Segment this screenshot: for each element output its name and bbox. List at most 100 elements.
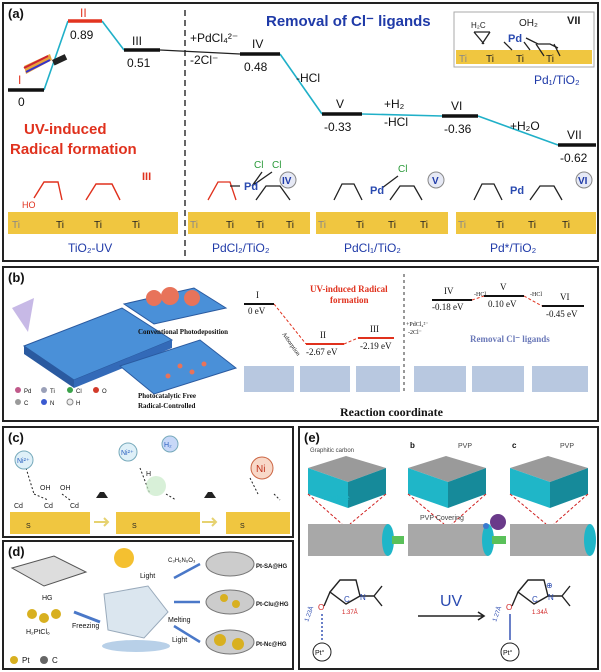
e-o-2: O [506,603,512,612]
b-uv-title-2: formation [330,295,369,305]
reagent-pdcl4: +PdCl₄²⁻ [190,31,238,45]
badge-vi: VI [578,176,588,187]
c-oh-1: OH [40,485,51,492]
legend-n: N [50,401,54,407]
connector-i-ii [43,20,69,91]
caption-photocat-1: Photocatalytic Free [138,392,196,400]
ti5c-iii-3: Ti [132,220,140,231]
d-product-clu: Pt-Clu@HG [256,602,289,608]
connector-iv-v [279,53,323,115]
e-graphitic: Graphitic carbon [310,448,354,454]
b-state-i: I [256,290,259,300]
surface-v [316,212,448,234]
e-tubes [308,524,596,556]
panel-e: Graphitic carbon Anatase b PVP c PVP [298,426,599,670]
b-hcl-1: -HCl [474,292,486,298]
e-c-1: C [344,595,350,604]
caption-v: PdCl₁/TiO₂ [344,241,401,255]
b-value-i: 0 eV [248,306,266,316]
reagent-2cl: -2Cl⁻ [190,53,218,67]
b-state-iv: IV [444,286,454,296]
e-molecule-2 [509,579,571,640]
panel-d-label: (d) [8,544,25,559]
b-state-ii: II [320,330,326,340]
e-pt-1: Pt° [315,649,325,657]
ti5c-vi-2: Ti [528,220,536,231]
c-h2: H₂ [164,442,172,449]
ligand-v [333,175,423,201]
d-arrow-nc [173,624,201,644]
badge-iv: IV [282,176,292,187]
d-sun-icon [114,548,134,568]
state-value-vii: -0.62 [560,151,588,165]
c-ni2-circle-2 [118,442,138,462]
legend-o: O [102,389,107,395]
e-pvp-covering: PVP Covering [420,515,464,522]
panel-a-diagram: I II III IV V VI VII 0 0.89 0.51 0.48 -0… [8,6,596,260]
panel-b-levels [244,295,584,345]
e-pt-circle-2 [500,642,520,662]
panel-d-diagram: HG H₂PtCl₆ Pt C Freezing Light C₃H₆N₆O₃ … [10,548,289,665]
energy-levels [8,19,596,147]
d-melting: Melting [168,617,191,624]
state-id-vi: VI [451,99,462,113]
panel-c: Ni²⁺ Ni²⁺ H₂ Ni Cd Cd Cd OH OH S S S H (… [2,426,294,538]
e-plus: ⊕ [546,581,553,590]
d-legend-c: C [52,656,58,665]
state-id-iv: IV [252,37,263,51]
ho-iii: HO [22,200,36,210]
b-state-iii: III [370,324,379,334]
state-value-vi: -0.36 [444,122,472,136]
d-product-sa: Pt-SA@HG [256,564,288,570]
d-freezing: Freezing [72,623,99,630]
e-uv-arrow [418,611,486,621]
vii-caption: Pd₁/TiO₂ [534,73,580,87]
panel-b: Conventional Photodeposition Photocataly… [2,266,599,422]
pd-vi: Pd [510,185,524,197]
d-h2ptcl6: H₂PtCl₆ [26,629,50,636]
e-n-1: N [360,593,366,602]
reagent-h2o: +H₂O [510,119,540,133]
ti5c-v-1: Ti [356,220,364,231]
legend-pd: Pd [24,389,31,395]
ti5c-iv-1: Ti [226,220,234,231]
panel-b-connectors [273,295,543,345]
panel-c-diagram: Ni²⁺ Ni²⁺ H₂ Ni Cd Cd Cd OH OH S S S H [10,435,290,534]
radical-ligand-iii [33,181,121,201]
vii-ti3: Ti [459,54,467,65]
d-dish [102,640,170,652]
legend-ti: Ti [50,389,55,395]
d-light-2: Light [172,637,187,644]
c-s-2: S [132,523,137,530]
c-ni2-circle [14,450,34,470]
d-hg-sheet [10,555,88,587]
c-surface-1 [10,512,90,534]
state-value-iv: 0.48 [244,60,268,74]
e-bond-1: 1.23Å [303,606,315,623]
e-pvp-1: PVP [458,443,472,450]
legend-c: C [24,401,29,407]
vii-badge: VII [567,15,580,27]
state-id-i: I [18,73,21,87]
c-lamp-icons [96,492,216,498]
e-o-1: O [318,603,324,612]
ti5c-vi-3: Ti [562,220,570,231]
c-h-1: H [146,471,151,478]
surface-iii [8,212,178,234]
state-id-iii: III [132,34,142,48]
catalyst-illustration [12,287,238,395]
vii-oh2: OH₂ [519,18,538,29]
ti3-iii: Ti [12,220,20,231]
b-state-v: V [500,282,507,292]
connector-v-vi [361,113,443,117]
cl-iv-1: Cl [254,160,263,171]
c-s-3: S [240,523,245,530]
d-product-nc: Pt-Nc@HG [256,642,287,648]
panel-d: HG H₂PtCl₆ Pt C Freezing Light C₃H₆N₆O₃ … [2,540,294,670]
b-hcl-2: -HCl [530,292,542,298]
b-adsorption: Adsorption [280,332,300,358]
ligand-vi [473,183,563,201]
caption-iii: TiO₂-UV [68,241,112,255]
d-nc-2 [232,638,244,650]
e-block-a [308,456,386,508]
